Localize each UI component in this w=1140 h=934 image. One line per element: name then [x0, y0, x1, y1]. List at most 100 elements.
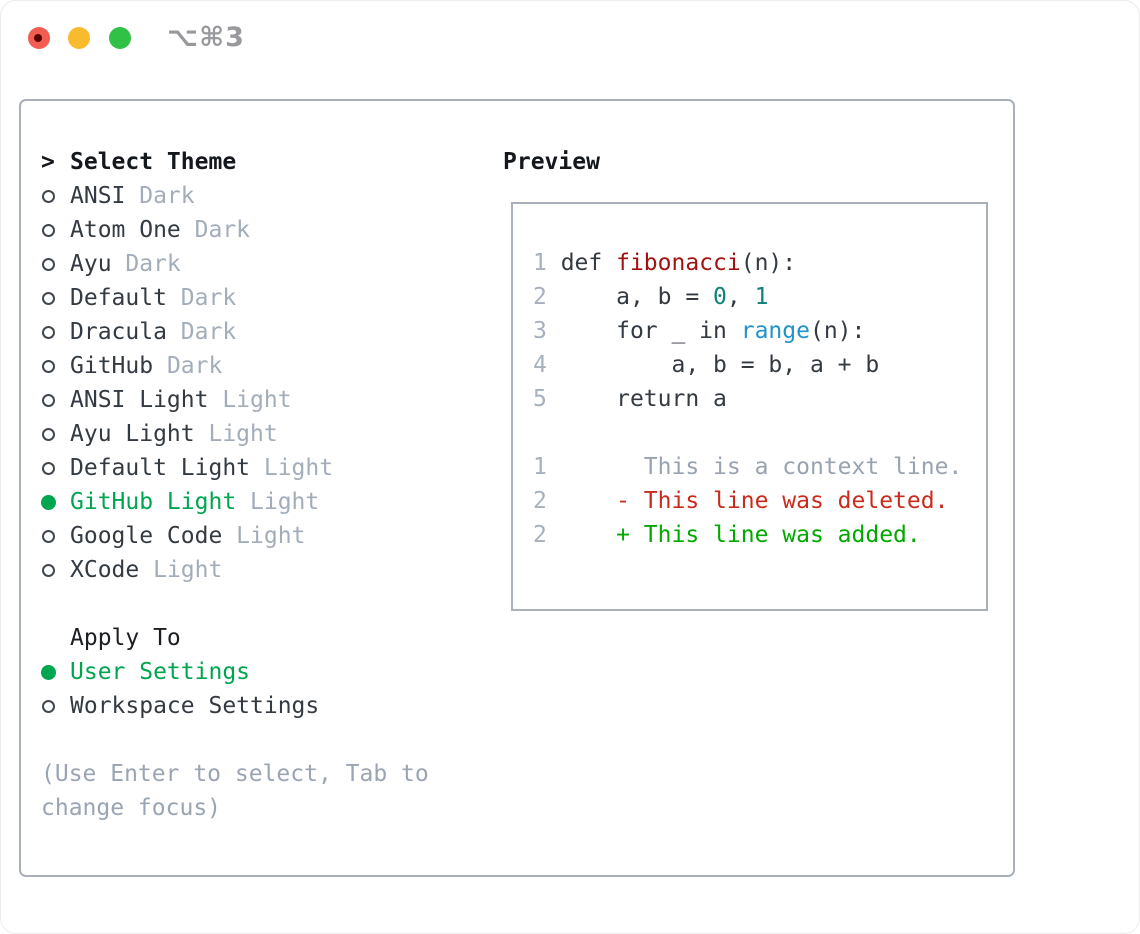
apply-option-user-settings[interactable]: User Settings [41, 655, 319, 689]
radio-unselected-icon [42, 257, 55, 271]
code-line: 1 def fibonacci(n): [533, 246, 986, 280]
theme-option-ansi-light[interactable]: ANSI Light Light [41, 383, 333, 417]
theme-option-ansi[interactable]: ANSI Dark [41, 179, 333, 213]
radio-selected-icon [41, 664, 56, 680]
theme-menu-header-row: > Select Theme [41, 145, 333, 179]
code-token-lit: 1 [754, 284, 769, 310]
theme-option-label: GitHub Light [70, 489, 237, 515]
theme-option-label: Atom One [70, 217, 181, 243]
radio-selected-icon [41, 494, 56, 510]
radio-unselected-icon [42, 291, 55, 305]
code-token-fg: def [560, 250, 617, 276]
code-token-fg: a, b = [560, 284, 714, 310]
code-token-fg: (n): [740, 250, 797, 276]
theme-option-xcode[interactable]: XCode Light [41, 553, 333, 587]
apply-option-label: User Settings [70, 659, 251, 685]
apply-to-header-row: Apply To [41, 621, 319, 655]
code-line: 2 a, b = 0, 1 [533, 280, 986, 314]
window-titlebar: ⌥⌘3 [1, 1, 1139, 76]
preview-title: Preview [503, 149, 600, 175]
code-token-ctx: This is a context line. [560, 454, 963, 480]
code-token-fg: , [726, 284, 755, 310]
code-line: 3 for _ in range(n): [533, 314, 986, 348]
code-blank-line [533, 416, 986, 450]
theme-option-ayu-light[interactable]: Ayu Light Light [41, 417, 333, 451]
theme-option-label: Default [70, 285, 167, 311]
radio-unselected-icon [42, 189, 55, 203]
theme-option-atom-one[interactable]: Atom One Dark [41, 213, 333, 247]
theme-option-label: ANSI [70, 183, 126, 209]
code-token-fg: return a [560, 386, 727, 412]
theme-option-label: Dracula [70, 319, 167, 345]
line-number: 1 [533, 454, 561, 480]
theme-option-github-light[interactable]: GitHub Light Light [41, 485, 333, 519]
theme-variant-label: Dark [166, 319, 237, 345]
theme-option-dracula[interactable]: Dracula Dark [41, 315, 333, 349]
theme-variant-label: Dark [125, 183, 195, 209]
code-token-fg: (n): [809, 318, 866, 344]
code-token-del: - This line was deleted. [560, 488, 949, 514]
code-token-fg: for _ in [560, 318, 741, 344]
radio-unselected-icon [42, 699, 55, 713]
theme-variant-label: Dark [180, 217, 251, 243]
theme-variant-label: Dark [153, 353, 223, 379]
code-token-fn: fibonacci [616, 250, 741, 276]
line-number: 4 [533, 352, 561, 378]
theme-option-label: GitHub [70, 353, 154, 379]
code-token-bi: range [740, 318, 810, 344]
theme-option-label: XCode [70, 557, 140, 583]
radio-unselected-icon [42, 325, 55, 339]
theme-variant-label: Dark [166, 285, 237, 311]
radio-unselected-icon [42, 359, 55, 373]
theme-option-ayu[interactable]: Ayu Dark [41, 247, 333, 281]
theme-option-label: Ayu [70, 251, 112, 277]
theme-option-label: Google Code [70, 523, 223, 549]
theme-option-google-code[interactable]: Google Code Light [41, 519, 333, 553]
code-token-fg: a, b = b, a + b [560, 352, 880, 378]
theme-variant-label: Light [222, 523, 306, 549]
zoom-button-icon[interactable] [109, 27, 131, 49]
theme-option-github[interactable]: GitHub Dark [41, 349, 333, 383]
radio-unselected-icon [42, 529, 55, 543]
theme-option-default-light[interactable]: Default Light Light [41, 451, 333, 485]
hint-line-2: change focus) [41, 795, 222, 821]
code-line: 1 This is a context line. [533, 450, 986, 484]
theme-variant-label: Light [139, 557, 223, 583]
radio-unselected-icon [42, 563, 55, 577]
theme-variant-label: Light [208, 387, 292, 413]
radio-unselected-icon [42, 461, 55, 475]
minimize-button-icon[interactable] [68, 27, 90, 49]
apply-option-label: Workspace Settings [70, 693, 320, 719]
window-title: ⌥⌘3 [167, 22, 245, 53]
line-number: 3 [533, 318, 561, 344]
line-number: 1 [533, 250, 561, 276]
close-button-icon[interactable] [28, 27, 50, 49]
theme-option-label: ANSI Light [70, 387, 209, 413]
focus-caret-icon: > [41, 149, 55, 175]
code-line: 5 return a [533, 382, 986, 416]
theme-variant-label: Light [194, 421, 278, 447]
radio-unselected-icon [42, 427, 55, 441]
code-line: 2 + This line was added. [533, 518, 986, 552]
theme-variant-label: Dark [111, 251, 181, 277]
theme-variant-label: Light [236, 489, 320, 515]
radio-unselected-icon [42, 223, 55, 237]
theme-option-default[interactable]: Default Dark [41, 281, 333, 315]
apply-to-header: Apply To [70, 625, 181, 651]
hint-text: (Use Enter to select, Tab to change focu… [41, 757, 429, 825]
line-number: 5 [533, 386, 561, 412]
code-token-add: + This line was added. [560, 522, 921, 548]
line-number: 2 [533, 488, 561, 514]
theme-option-label: Ayu Light [70, 421, 195, 447]
apply-option-workspace-settings[interactable]: Workspace Settings [41, 689, 319, 723]
theme-option-label: Default Light [70, 455, 251, 481]
code-token-lit: 0 [713, 284, 727, 310]
line-number: 2 [533, 284, 561, 310]
line-number: 2 [533, 522, 561, 548]
radio-unselected-icon [42, 393, 55, 407]
